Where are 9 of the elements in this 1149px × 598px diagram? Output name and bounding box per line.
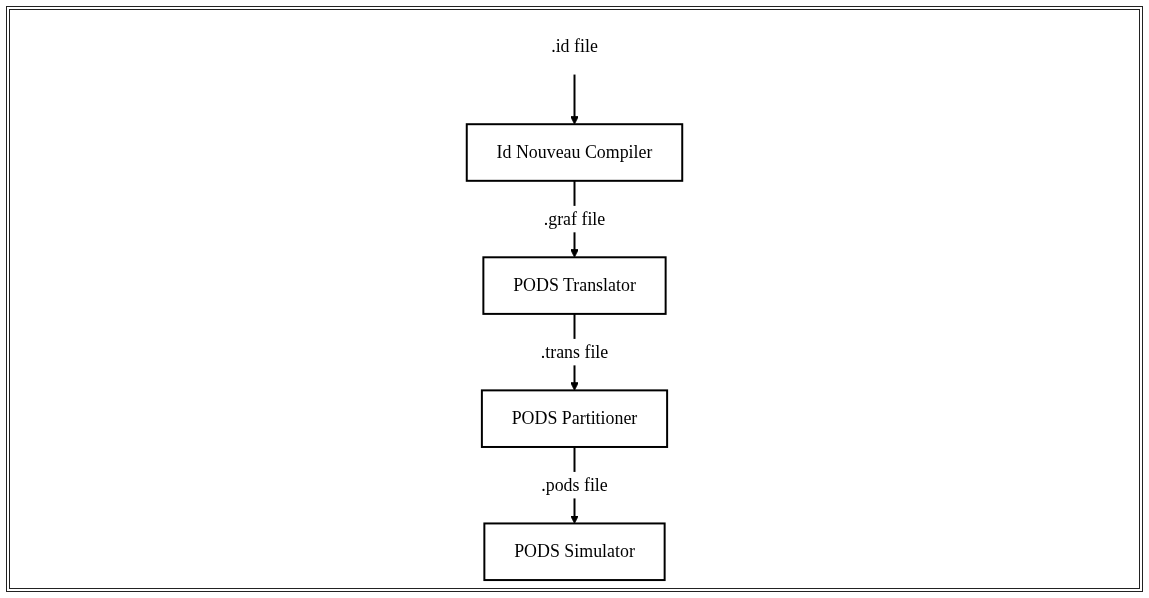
node-box: Id Nouveau Compiler: [465, 123, 684, 182]
arrow: [570, 73, 579, 125]
edge-label: .pods file: [541, 474, 608, 495]
edge-label: .trans file: [540, 341, 609, 362]
node-box: PODS Partitioner: [480, 389, 669, 448]
node-text: .id file: [551, 35, 598, 56]
node-box: PODS Translator: [482, 256, 667, 315]
node-box: PODS Simulator: [483, 522, 666, 582]
edge-label: .graf file: [543, 208, 606, 229]
